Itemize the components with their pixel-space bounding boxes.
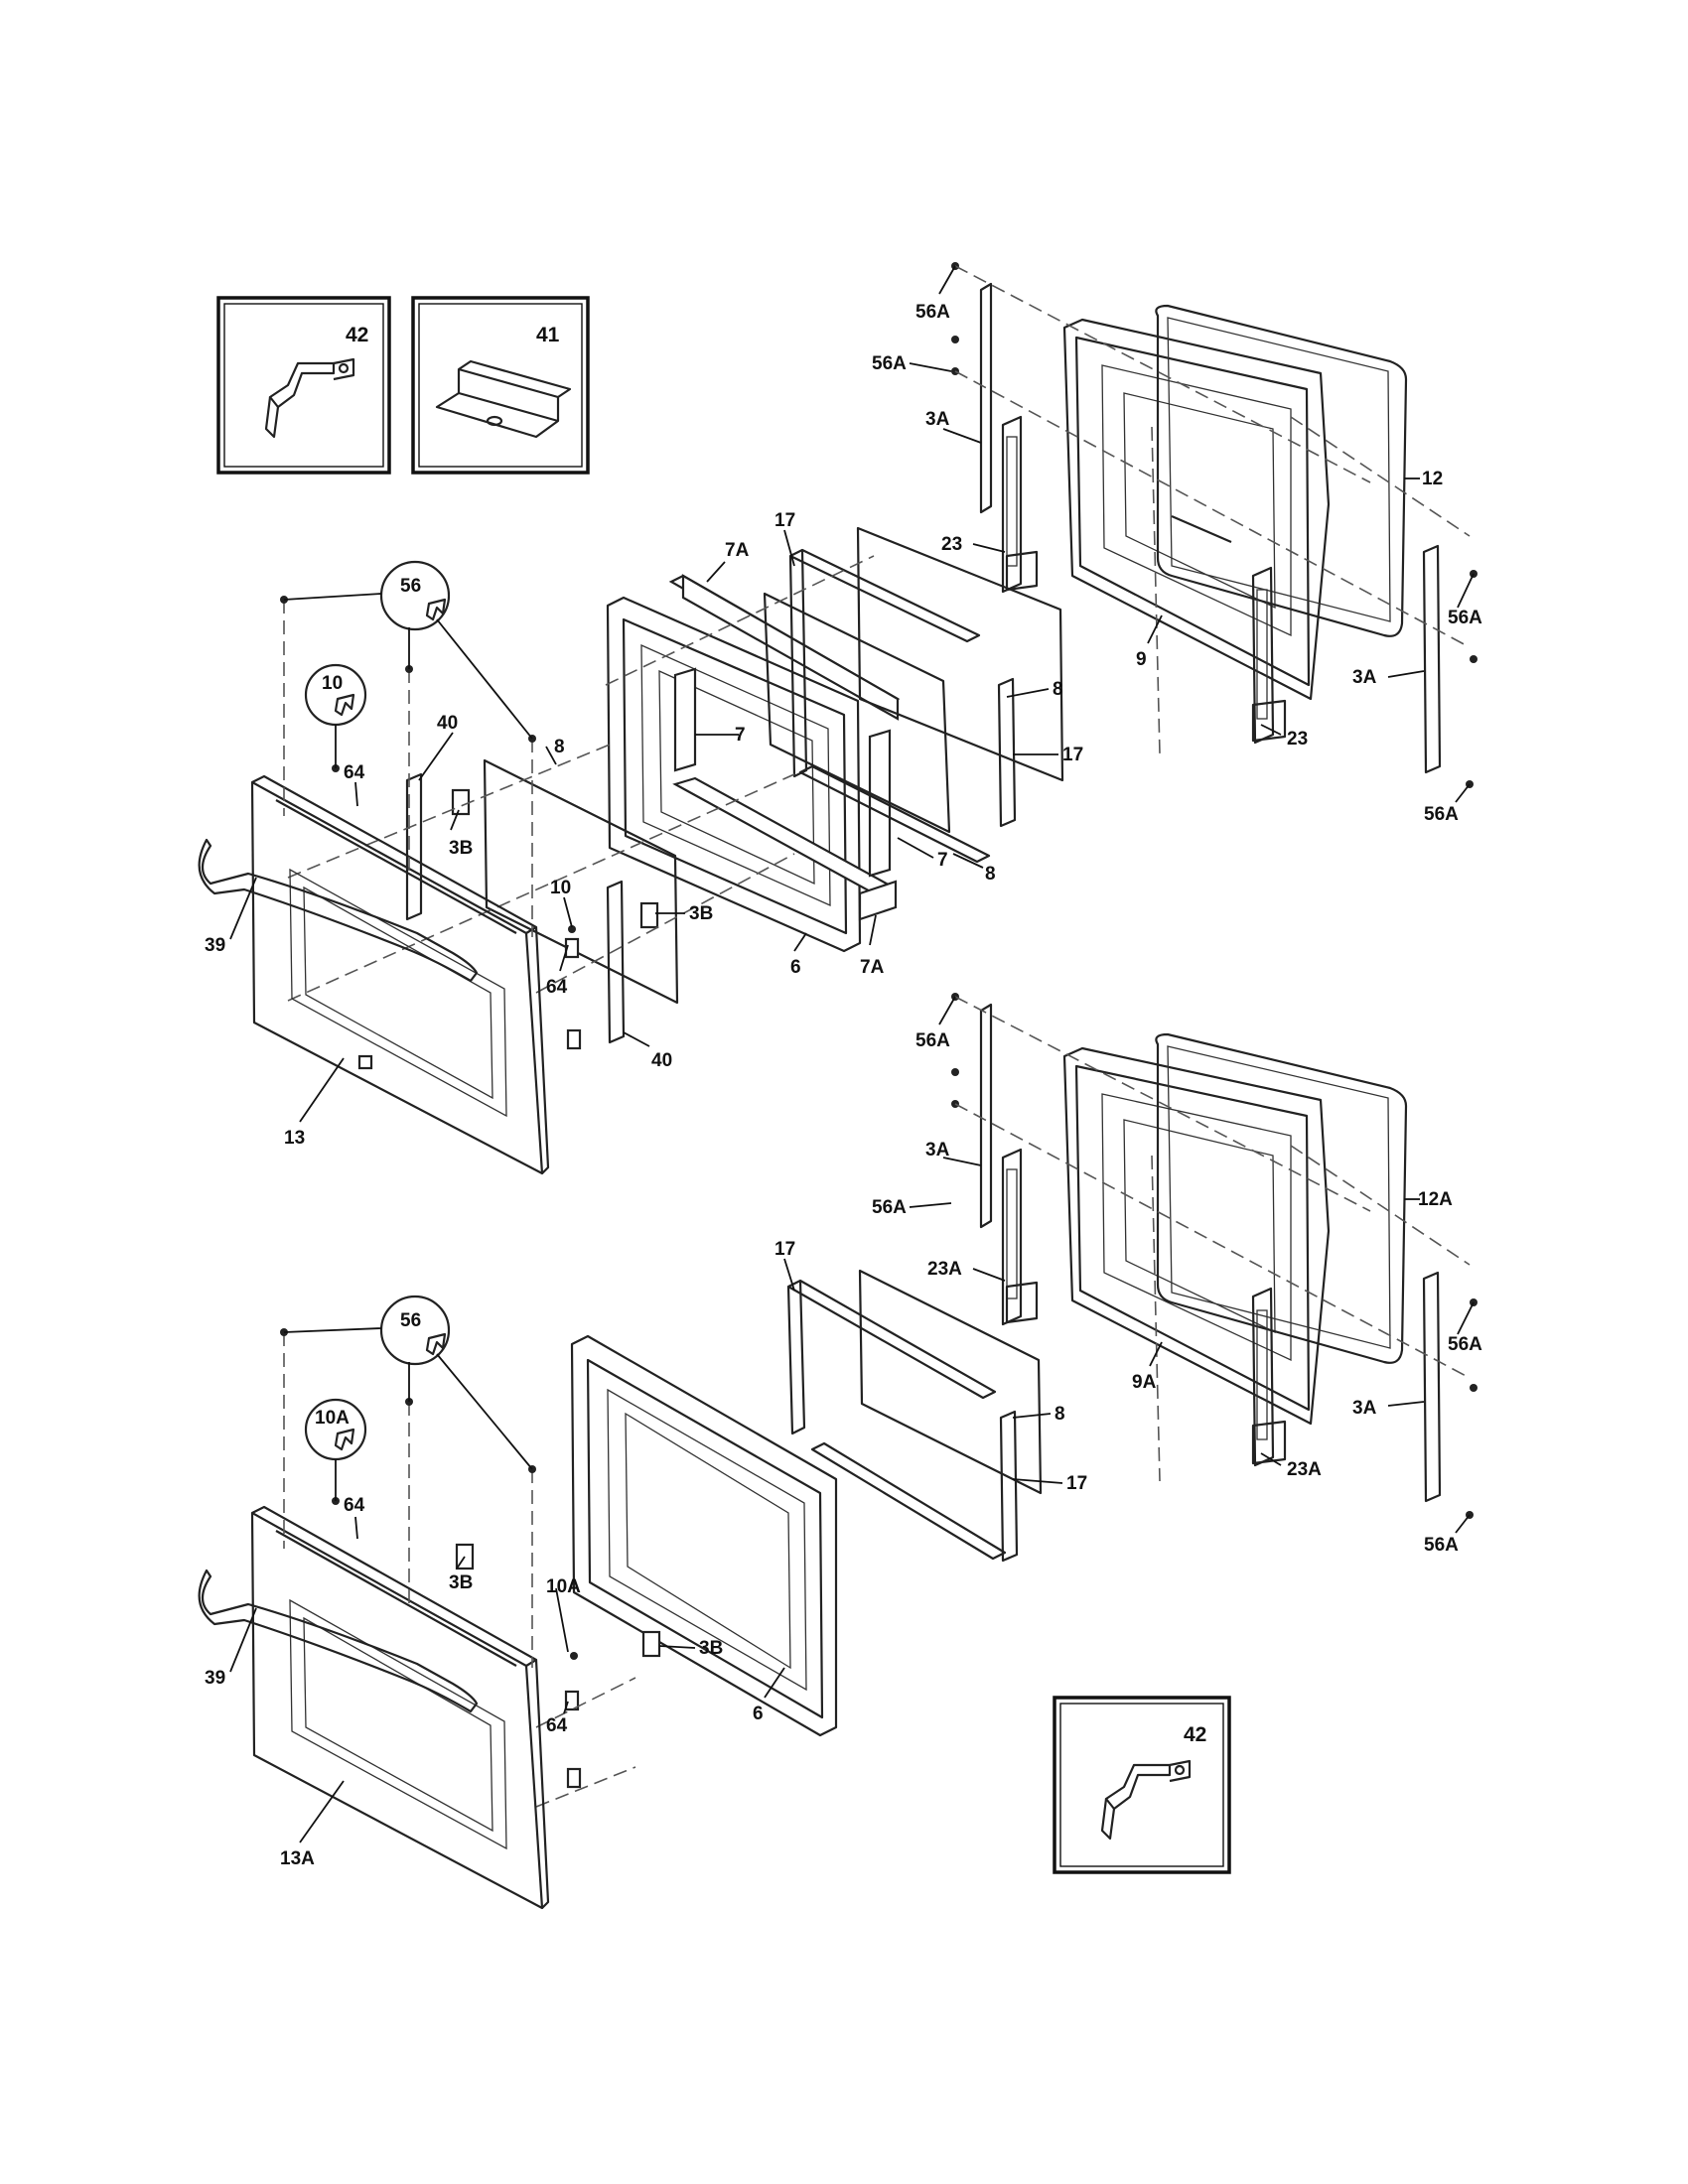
label-56a: 56A <box>872 1197 907 1218</box>
inset-42-top: 42 <box>216 296 391 475</box>
callout-10-top-label: 10 <box>322 673 343 694</box>
inset-41: 41 <box>411 296 590 475</box>
label-8: 8 <box>1053 679 1063 700</box>
label-7: 7 <box>735 725 746 746</box>
callout-10-top: 10 <box>304 663 367 768</box>
label-7a: 7A <box>725 540 750 561</box>
label-3b: 3B <box>449 838 473 859</box>
label-6: 6 <box>790 957 801 978</box>
label-7: 7 <box>937 850 948 871</box>
label-17: 17 <box>774 1239 795 1260</box>
label-6: 6 <box>753 1704 764 1724</box>
bottom-outer-door <box>198 1328 550 1910</box>
label-9: 9 <box>1136 649 1147 670</box>
label-3a: 3A <box>1352 1398 1377 1419</box>
label-3b: 3B <box>699 1638 723 1659</box>
label-23: 23 <box>1287 729 1308 750</box>
label-64: 64 <box>546 1715 568 1736</box>
label-10a: 10A <box>546 1576 581 1597</box>
label-8: 8 <box>1055 1404 1065 1425</box>
part-labels: 56A 3A 56A 23 12 56A 3A 56A 9 23 17 7A 7… <box>205 302 1482 1869</box>
label-56a: 56A <box>1448 608 1482 628</box>
label-3b: 3B <box>689 903 713 924</box>
callout-56-top: 56 <box>283 560 533 740</box>
callout-10a-bottom-label: 10A <box>315 1408 350 1429</box>
bottom-door-panels <box>455 1269 1043 1808</box>
label-23: 23 <box>941 534 962 555</box>
label-3b: 3B <box>449 1572 473 1593</box>
leader-lines <box>229 265 1475 1843</box>
label-13: 13 <box>284 1128 305 1149</box>
label-8: 8 <box>554 737 565 757</box>
label-13a: 13A <box>280 1848 315 1869</box>
label-12a: 12A <box>1418 1189 1453 1210</box>
top-outer-door <box>198 596 550 1175</box>
label-56a: 56A <box>1448 1334 1482 1355</box>
inset-42-bottom: 42 <box>1053 1696 1231 1874</box>
top-door-panels <box>287 526 1064 1050</box>
callout-56-top-label: 56 <box>400 576 421 597</box>
label-39: 39 <box>205 1668 225 1689</box>
label-56a: 56A <box>1424 804 1459 825</box>
callout-10a-bottom: 10A <box>304 1398 367 1501</box>
label-56a: 56A <box>1424 1535 1459 1556</box>
label-3a: 3A <box>925 409 950 430</box>
callout-56-bottom: 56 <box>283 1295 533 1470</box>
label-23a: 23A <box>927 1259 962 1280</box>
label-8: 8 <box>985 864 996 885</box>
label-3a: 3A <box>1352 667 1377 688</box>
label-64: 64 <box>546 977 568 998</box>
label-56a: 56A <box>872 353 907 374</box>
label-64: 64 <box>344 1495 365 1516</box>
bracket-42-part <box>264 357 355 439</box>
label-40: 40 <box>651 1050 672 1071</box>
label-9a: 9A <box>1132 1372 1157 1393</box>
label-7a: 7A <box>860 957 885 978</box>
label-17: 17 <box>774 510 795 531</box>
label-23a: 23A <box>1287 1459 1322 1480</box>
label-10: 10 <box>550 878 571 898</box>
top-inner-door-assembly <box>951 262 1477 788</box>
inset-label-41: 41 <box>536 324 560 346</box>
inset-label-42-top: 42 <box>346 324 368 346</box>
label-56a: 56A <box>915 302 950 323</box>
bottom-inner-door-assembly <box>951 993 1477 1519</box>
label-17: 17 <box>1062 745 1083 765</box>
label-39: 39 <box>205 935 225 956</box>
callout-56-bottom-label: 56 <box>400 1310 421 1331</box>
label-40: 40 <box>437 713 458 734</box>
inset-label-42-bottom: 42 <box>1184 1723 1206 1746</box>
label-12: 12 <box>1422 469 1443 489</box>
label-64: 64 <box>344 762 365 783</box>
label-17: 17 <box>1066 1473 1087 1494</box>
bracket-41-part <box>435 359 572 439</box>
label-3a: 3A <box>925 1140 950 1160</box>
label-56a: 56A <box>915 1030 950 1051</box>
bracket-42-bottom-part <box>1100 1759 1192 1841</box>
